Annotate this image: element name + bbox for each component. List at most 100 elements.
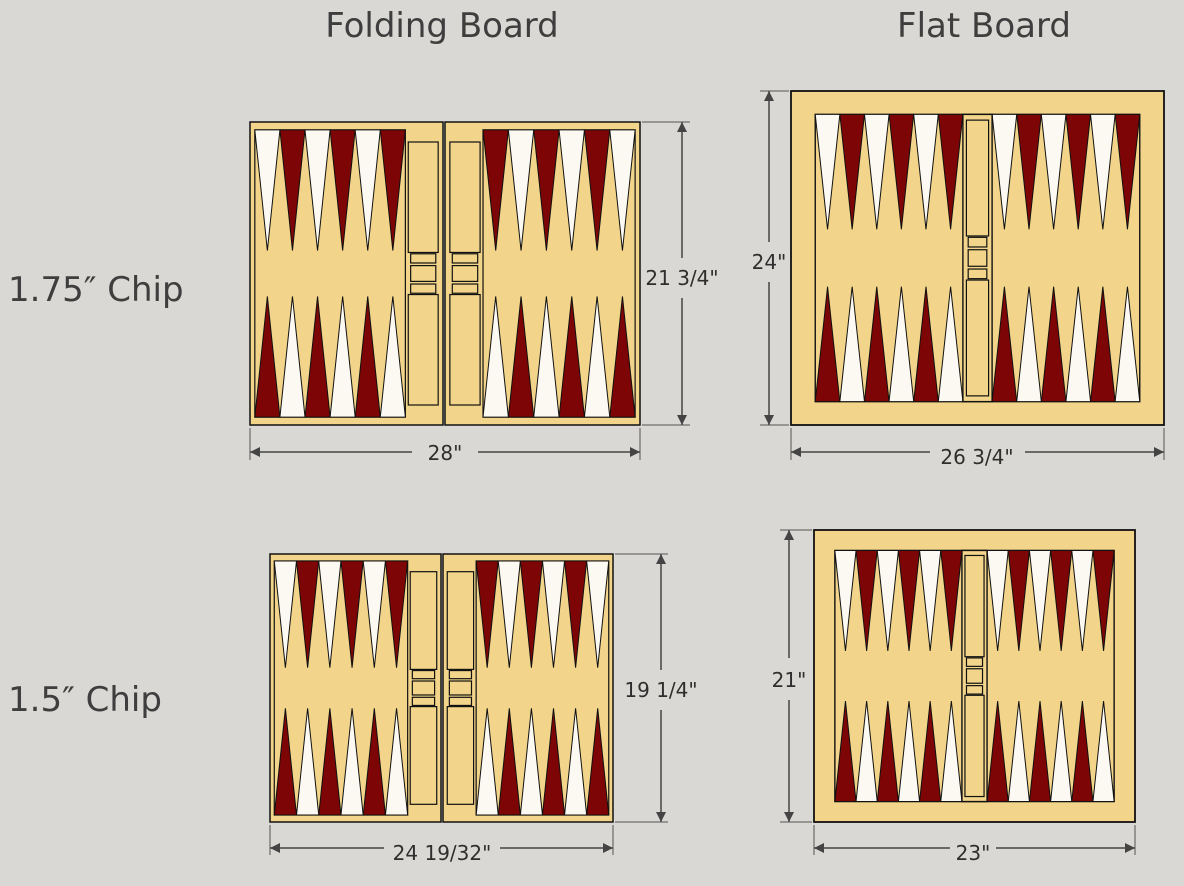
folding-large-left-point-top-3	[304, 129, 331, 251]
folding-large-left-point-top-6	[379, 129, 406, 251]
folding-board-small-right-half	[442, 553, 614, 823]
flat-small-right-point-top-4	[1050, 549, 1073, 651]
flat-large-height-label: 24"	[752, 250, 787, 274]
folding-small-left-point-bottom-3	[318, 708, 342, 816]
folding-board-large-right-half	[444, 121, 641, 426]
folding-large-left-point-bottom-3	[304, 296, 331, 418]
flat-large-tray-slot-2	[967, 249, 988, 267]
flat-large-left-point-bottom-4	[888, 286, 915, 403]
flat-small-left-point-top-5	[919, 549, 942, 651]
folding-small-left-point-bottom-1	[273, 708, 298, 816]
folding-small-left-tray-slot-1	[411, 669, 436, 680]
folding-board-header: Folding Board	[325, 6, 559, 46]
folding-large-left-tray-top	[407, 141, 439, 254]
folding-board-small	[269, 553, 614, 823]
folding-small-right-point-top-5	[563, 560, 588, 668]
folding-small-right-point-bottom-6	[586, 708, 610, 816]
folding-small-right-point-top-3	[519, 560, 544, 668]
folding-board-small-left-half	[269, 553, 442, 823]
folding-small-right-point-bottom-2	[497, 708, 521, 816]
folding-small-right-point-bottom-5	[563, 708, 588, 816]
flat-large-left-point-top-5	[913, 113, 939, 230]
flat-large-left-point-top-2	[839, 113, 866, 230]
folding-large-right-point-bottom-1	[482, 296, 509, 418]
folding-large-right-tray-slot-2	[451, 265, 479, 282]
folding-small-left-point-top-2	[295, 560, 320, 668]
flat-large-right-point-top-2	[1016, 113, 1042, 230]
flat-small-width-label: 23"	[956, 841, 991, 865]
folding-large-right-point-bottom-5	[583, 296, 611, 418]
folding-small-left-point-top-5	[362, 560, 386, 668]
folding-large-left-point-bottom-5	[354, 296, 381, 418]
folding-small-left-tray-slot-3	[411, 696, 436, 707]
folding-large-height-label: 21 3/4"	[645, 266, 718, 290]
flat-large-left-point-bottom-6	[937, 286, 964, 403]
flat-small-left-point-bottom-2	[855, 701, 878, 803]
folding-large-right-point-bottom-2	[507, 296, 535, 418]
flat-large-left-point-top-1	[814, 113, 841, 230]
flat-small-right-point-bottom-3	[1028, 701, 1052, 803]
folding-small-height-label: 19 1/4"	[624, 678, 697, 702]
flat-small-left-point-bottom-4	[897, 701, 921, 803]
flat-small-right-point-bottom-5	[1071, 701, 1094, 803]
folding-large-right-tray-slot-3	[451, 283, 479, 294]
flat-small-right-point-bottom-2	[1007, 701, 1030, 803]
flat-small-right-point-bottom-4	[1050, 701, 1073, 803]
folding-large-right-point-top-5	[583, 129, 611, 251]
flat-small-right-point-top-1	[986, 549, 1009, 651]
flat-small-right-point-bottom-6	[1092, 701, 1115, 803]
flat-small-tray-slot-2	[965, 668, 984, 684]
flat-large-left-point-top-6	[937, 113, 964, 230]
flat-large-right-point-bottom-3	[1040, 286, 1067, 403]
folding-small-right-tray-slot-2	[448, 680, 473, 696]
folding-small-left-point-top-1	[273, 560, 298, 668]
flat-small-center-bar	[961, 549, 988, 803]
flat-small-right-point-top-6	[1092, 549, 1115, 651]
folding-large-right-point-top-6	[609, 129, 636, 251]
flat-small-tray-slot-3	[965, 685, 984, 695]
flat-small-left-point-bottom-1	[834, 701, 857, 803]
flat-large-tray-slot-1	[967, 236, 988, 248]
flat-small-left-point-top-4	[897, 549, 921, 651]
flat-large-left-point-bottom-2	[839, 286, 866, 403]
folding-large-right-point-bottom-3	[533, 296, 560, 418]
folding-large-right-point-top-4	[558, 129, 585, 251]
flat-small-right-point-top-3	[1028, 549, 1052, 651]
folding-large-right-tray-top	[449, 141, 481, 254]
flat-large-left-point-bottom-5	[913, 286, 939, 403]
small-chip-label: 1.5″ Chip	[8, 680, 162, 720]
folding-small-left-tray-slot-2	[411, 680, 436, 696]
flat-large-right-point-top-3	[1040, 113, 1067, 230]
folding-large-left-tray-slot-1	[410, 253, 437, 264]
folding-large-left-point-bottom-1	[254, 296, 281, 418]
flat-small-left-point-bottom-5	[919, 701, 942, 803]
flat-board-header: Flat Board	[897, 6, 1071, 46]
folding-small-left-point-top-4	[340, 560, 364, 668]
folding-large-right-point-top-1	[482, 129, 509, 251]
flat-small-tray-slot-1	[965, 657, 984, 667]
folding-small-width-label: 24 19/32"	[393, 841, 492, 865]
folding-large-right-point-top-2	[507, 129, 535, 251]
flat-board-small	[813, 529, 1136, 823]
flat-small-right-point-top-2	[1007, 549, 1030, 651]
flat-small-height-label: 21"	[772, 668, 807, 692]
folding-large-right-tray-slot-1	[451, 253, 479, 264]
flat-large-left-point-bottom-1	[814, 286, 841, 403]
flat-large-left-point-bottom-3	[863, 286, 890, 403]
flat-large-center-bar	[962, 113, 993, 403]
flat-large-right-point-bottom-1	[991, 286, 1018, 403]
flat-large-tray-top	[965, 119, 990, 237]
flat-large-right-point-bottom-5	[1089, 286, 1116, 403]
flat-small-tray-bottom	[964, 694, 985, 798]
folding-small-right-point-top-4	[541, 560, 566, 668]
folding-small-left-point-bottom-4	[340, 708, 364, 816]
flat-small-tray-top	[964, 554, 985, 658]
folding-small-left-point-bottom-6	[384, 708, 409, 816]
flat-board-large	[790, 90, 1165, 426]
folding-small-right-point-bottom-4	[541, 708, 566, 816]
folding-small-right-point-bottom-1	[475, 708, 499, 816]
folding-large-left-tray-slot-2	[410, 265, 437, 282]
flat-large-right-point-bottom-4	[1065, 286, 1092, 403]
folding-large-left-tray-bottom	[407, 293, 439, 406]
